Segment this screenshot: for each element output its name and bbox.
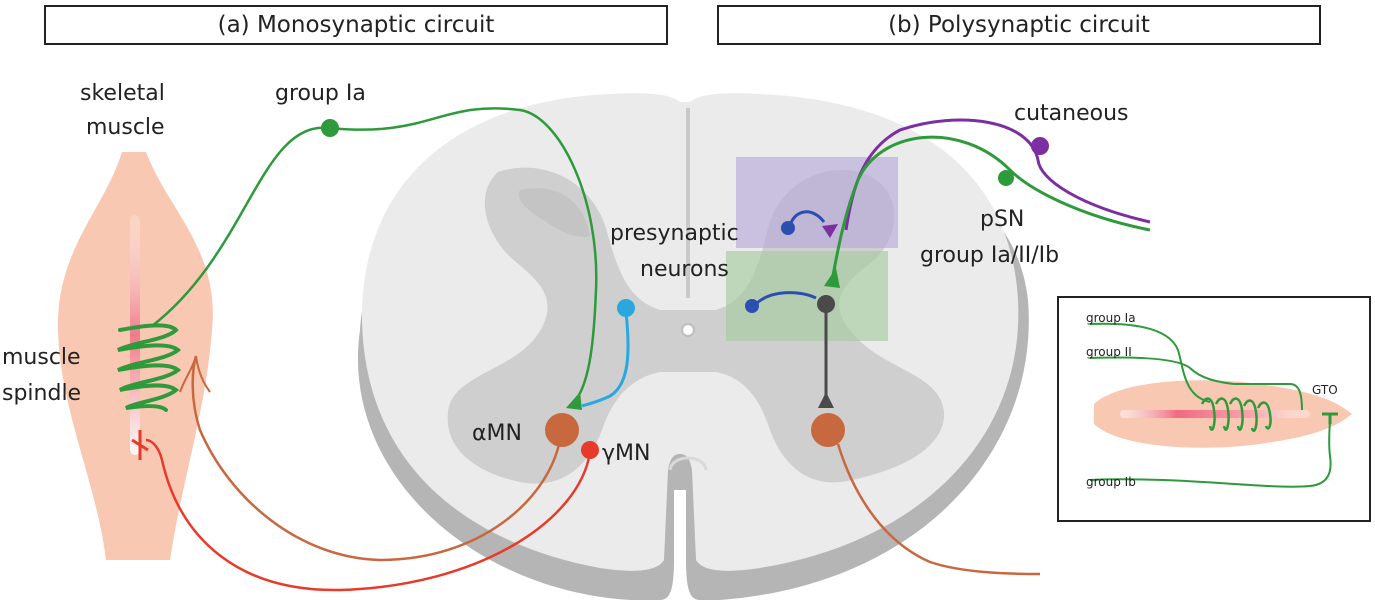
label-neurons: neurons: [640, 257, 729, 282]
gamma-mn-axon: [145, 438, 592, 592]
presynaptic-interneuron-cyan: [581, 311, 630, 408]
gamma-mn-soma: [581, 441, 599, 459]
inset-label-group-ib: group Ib: [1086, 475, 1136, 489]
psn-soma: [998, 170, 1014, 186]
inset-label-gto: GTO: [1312, 383, 1338, 397]
label-cutaneous: cutaneous: [1014, 101, 1129, 126]
label-presynaptic: presynaptic: [610, 221, 739, 246]
gamma-mn-terminal: [131, 430, 149, 460]
label-psn: pSN: [980, 207, 1024, 232]
presynaptic-interneuron-upper-soma: [781, 221, 795, 235]
skeletal-muscle: [57, 152, 213, 560]
inset-spindle-coil: [1200, 397, 1272, 433]
inset-label-group-ia: group Ia: [1086, 311, 1136, 325]
group-ia-afferent: [151, 107, 598, 401]
muscle-streak: [130, 215, 140, 455]
group-ia-soma: [321, 119, 339, 137]
motor-neuron-right-axon: [836, 443, 1041, 576]
label-psn-groups: group Ia/II/Ib: [920, 243, 1059, 268]
cutaneous-soma: [1031, 137, 1049, 155]
spinal-cord: [357, 93, 1029, 600]
inset-group-ia-fiber: [1089, 322, 1211, 403]
title-polysynaptic: (b) Polysynaptic circuit: [717, 5, 1321, 45]
label-muscle: muscle: [86, 115, 165, 140]
inset-group-ib-fiber: [1089, 415, 1332, 488]
inset-label-group-ii: group II: [1086, 345, 1132, 359]
alpha-mn-axon: [191, 355, 562, 562]
interneuron-dark-terminal: [818, 392, 834, 408]
psn-afferent: [830, 135, 1151, 281]
label-skeletal: skeletal: [80, 81, 165, 106]
label-group-ia: group Ia: [275, 81, 366, 106]
inset-group-ii-fiber: [1089, 356, 1303, 411]
cutaneous-region-box: [736, 157, 898, 248]
psn-terminal: [824, 268, 840, 288]
interneuron-dark-soma: [817, 295, 835, 313]
presynaptic-interneuron-cyan-soma: [617, 299, 635, 317]
presynaptic-interneuron-lower-soma: [745, 299, 759, 313]
presynaptic-interneuron-lower: [754, 291, 817, 306]
cutaneous-terminal: [822, 224, 838, 238]
central-canal: [681, 323, 695, 337]
gto-inset: group Ia group II group Ib GTO: [1057, 296, 1371, 522]
label-alpha-mn: αMN: [472, 421, 522, 446]
motor-neuron-right: [811, 413, 845, 447]
alpha-mn-soma: [545, 413, 579, 447]
group-ia-terminal: [566, 392, 582, 410]
title-monosynaptic: (a) Monosynaptic circuit: [44, 5, 668, 45]
inset-gto-ending: [1322, 412, 1338, 424]
label-gamma-mn: γMN: [602, 441, 650, 466]
label-muscle-spindle-2: spindle: [2, 381, 81, 406]
alpha-mn-branch: [179, 355, 211, 393]
spindle-coil: [117, 323, 182, 412]
ventral-fissure: [668, 456, 708, 471]
dorsal-horn-left: [518, 188, 590, 238]
label-muscle-spindle-1: muscle: [2, 345, 81, 370]
